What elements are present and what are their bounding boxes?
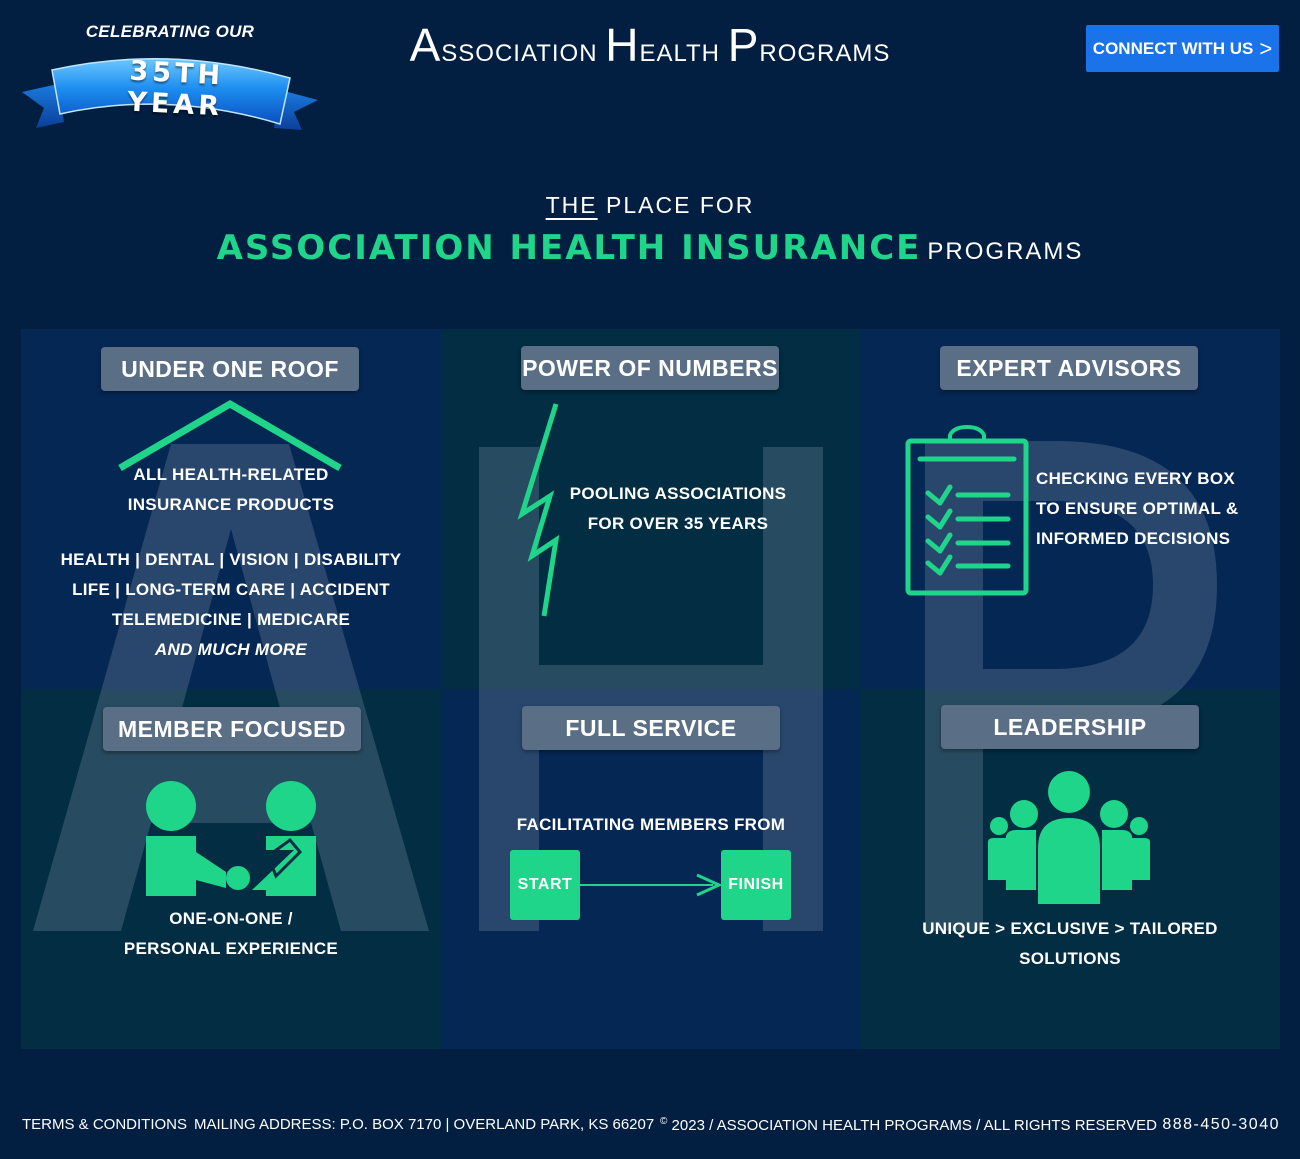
product-list-line4: AND MUCH MORE: [154, 640, 308, 659]
connect-with-us-button[interactable]: CONNECT WITH US >: [1086, 25, 1279, 72]
mailing-address: MAILING ADDRESS: P.O. BOX 7170 | OVERLAN…: [194, 1116, 655, 1133]
handshake-icon: [146, 781, 316, 896]
footer: TERMS & CONDITIONS MAILING ADDRESS: P.O.…: [22, 1112, 1280, 1138]
tile-title-leadership: LEADERSHIP: [941, 705, 1199, 749]
start-box: START: [510, 850, 580, 920]
member-focused-line1: ONE-ON-ONE /: [169, 909, 293, 928]
brand-word-programs: ROGRAMS: [759, 40, 891, 67]
copyright-symbol: ©: [660, 1116, 668, 1127]
hero-tagline: THE PLACE FOR: [0, 192, 1300, 219]
tile-title-full-service: FULL SERVICE: [522, 706, 780, 750]
power-of-numbers-text: POOLING ASSOCIATIONS FOR OVER 35 YEARS: [560, 479, 796, 539]
brand-initial-h: H: [605, 19, 640, 71]
roof-icon: [118, 399, 342, 472]
product-list: HEALTH | DENTAL | VISION | DISABILITY LI…: [21, 545, 441, 665]
brand-title: ASSOCIATION HEALTH PROGRAMS: [330, 18, 970, 72]
power-of-numbers-line1: POOLING ASSOCIATIONS: [569, 484, 787, 503]
member-focused-text: ONE-ON-ONE / PERSONAL EXPERIENCE: [21, 904, 441, 964]
terms-link[interactable]: TERMS & CONDITIONS: [22, 1116, 188, 1133]
under-one-roof-line2: INSURANCE PRODUCTS: [127, 495, 335, 514]
anniversary-number: 35TH YEAR: [126, 55, 225, 123]
tagline-the: THE: [545, 192, 598, 218]
product-list-line1: HEALTH | DENTAL | VISION | DISABILITY: [60, 550, 402, 569]
copyright: © 2023 / ASSOCIATION HEALTH PROGRAMS / A…: [660, 1116, 1157, 1134]
headline-main: ASSOCIATION HEALTH INSURANCE: [216, 228, 922, 268]
brand-word-association: SSOCIATION: [441, 40, 598, 67]
tile-title-member-focused: MEMBER FOCUSED: [103, 707, 361, 751]
tagline-rest: PLACE FOR: [606, 192, 755, 218]
under-one-roof-line1: ALL HEALTH-RELATED: [133, 465, 329, 484]
brand-word-health: EALTH: [639, 40, 721, 67]
product-list-line3: TELEMEDICINE | MEDICARE: [111, 610, 351, 629]
full-service-text: FACILITATING MEMBERS FROM: [516, 815, 786, 834]
tile-title-under-one-roof: UNDER ONE ROOF: [101, 347, 359, 391]
anniversary-badge: CELEBRATING OUR 35TH YEAR: [18, 18, 322, 136]
leadership-line1: UNIQUE > EXCLUSIVE > TAILORED: [922, 919, 1218, 938]
chevron-right-icon: >: [1259, 35, 1273, 61]
arrow-right-icon: [579, 873, 723, 897]
tile-title-expert-advisors: EXPERT ADVISORS: [940, 346, 1198, 390]
clipboard-checklist-icon: [905, 425, 1029, 596]
leadership-line2: SOLUTIONS: [1019, 949, 1121, 968]
brand-initial-a: A: [409, 19, 442, 71]
phone-link[interactable]: 888-450-3040: [1162, 1116, 1280, 1133]
group-people-icon: [988, 771, 1150, 904]
power-of-numbers-line2: FOR OVER 35 YEARS: [587, 514, 769, 533]
expert-advisors-line1: CHECKING EVERY BOX: [1036, 469, 1236, 488]
expert-advisors-text: CHECKING EVERY BOX TO ENSURE OPTIMAL & I…: [1036, 464, 1239, 554]
ribbon-banner-icon: [22, 57, 318, 130]
connect-button-label: CONNECT WITH US: [1092, 38, 1254, 58]
finish-box: FINISH: [721, 850, 791, 920]
expert-advisors-line3: INFORMED DECISIONS: [1036, 529, 1231, 548]
expert-advisors-line2: TO ENSURE OPTIMAL &: [1036, 499, 1239, 518]
anniversary-caption: CELEBRATING OUR: [85, 22, 255, 41]
tile-title-power-of-numbers: POWER OF NUMBERS: [521, 346, 779, 390]
copyright-text: 2023 / ASSOCIATION HEALTH PROGRAMS / ALL…: [671, 1117, 1157, 1134]
leadership-text: UNIQUE > EXCLUSIVE > TAILORED SOLUTIONS: [860, 914, 1280, 974]
product-list-line2: LIFE | LONG-TERM CARE | ACCIDENT: [72, 580, 390, 599]
headline-sub: PROGRAMS: [927, 238, 1084, 265]
lightning-bolt-icon: [517, 403, 560, 617]
brand-initial-p: P: [727, 19, 760, 71]
under-one-roof-text: ALL HEALTH-RELATED INSURANCE PRODUCTS: [21, 460, 441, 520]
member-focused-line2: PERSONAL EXPERIENCE: [123, 939, 339, 958]
